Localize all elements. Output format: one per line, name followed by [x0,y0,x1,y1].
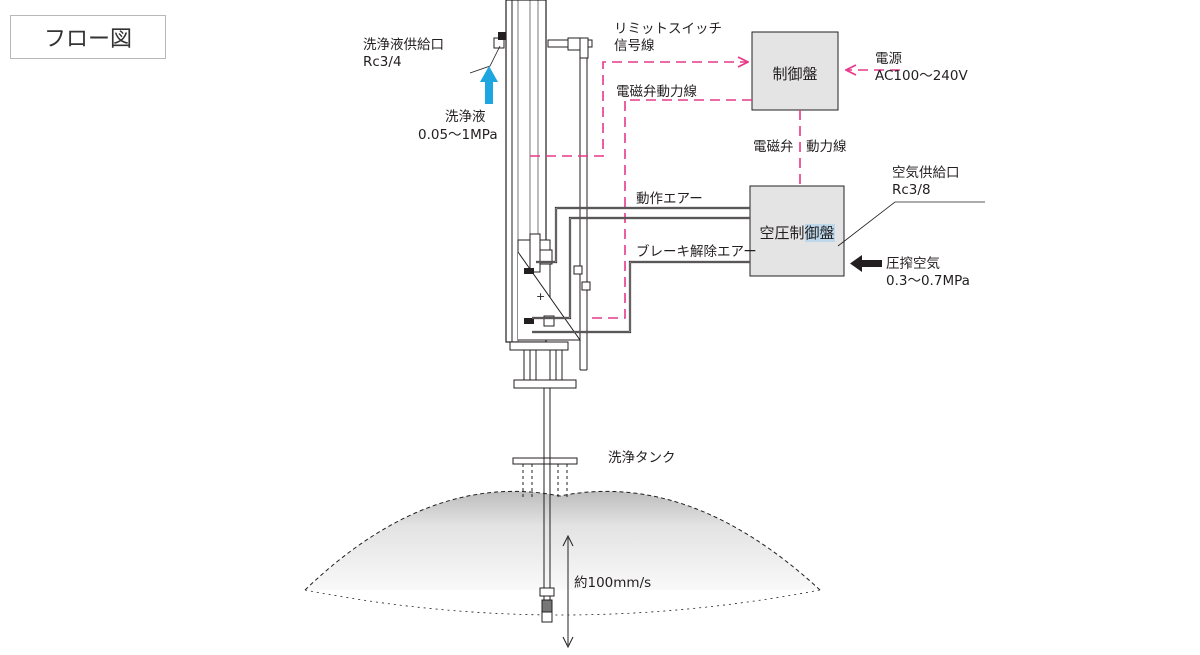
speed-double-arrow-icon [562,534,574,649]
power-voltage-label: AC100〜240V [875,68,968,84]
valve-label: 電磁弁 [753,139,794,155]
air-supply-port-label: 空気供給口 [892,165,960,181]
wash-liquid-label: 洗浄液 [445,109,486,125]
wash-liquid-arrow-icon [480,66,498,104]
operating-air-label: 動作エアー [636,191,703,207]
diagram-title: フロー図 [10,15,166,59]
brake-release-air-label: ブレーキ解除エアー [636,244,757,260]
air-port-leader [837,201,985,247]
pneumatic-panel-label-a: 空圧制 [759,224,805,242]
wash-tank [304,457,821,616]
supply-port-leader [469,45,501,74]
wash-tank-label: 洗浄タンク [608,450,676,466]
pneumatic-panel-label: 空圧制御盤 [750,222,844,243]
power-source-label: 電源 [875,51,902,67]
operating-air-line-2 [532,216,750,320]
compressed-air-label: 圧搾空気 [886,256,940,272]
air-pressure-label: 0.3〜0.7MPa [886,273,970,289]
speed-label: 約100mm/s [574,575,652,591]
tank-body [304,490,821,591]
air-lines [532,206,750,334]
signal-lines [530,62,900,319]
tank-bottom-edge [304,589,821,616]
nozzle-upper [539,587,555,597]
machine-column: + [493,0,593,389]
limit-switch-label: リミットスイッチ [614,21,722,37]
limit-switch-signal-line [530,62,748,157]
compressed-air-arrow-icon [850,255,882,272]
valve-power-label: 動力線 [806,139,847,155]
svg-text:+: + [536,290,545,303]
tank-flange [512,457,578,465]
control-panel-box [751,31,839,111]
wash-pressure-label: 0.05〜1MPa [418,127,498,143]
pneumatic-panel-label-b: 御盤 [804,224,835,242]
solenoid-power-label: 電磁弁動力線 [616,84,697,100]
control-panel-label: 制御盤 [772,65,818,83]
supply-port-label: 洗浄液供給口 [363,37,444,53]
lance [539,388,555,623]
air-supply-size-label: Rc3/8 [892,182,931,198]
signal-line-label: 信号線 [614,38,655,54]
supply-port-size-label: Rc3/4 [363,54,402,70]
